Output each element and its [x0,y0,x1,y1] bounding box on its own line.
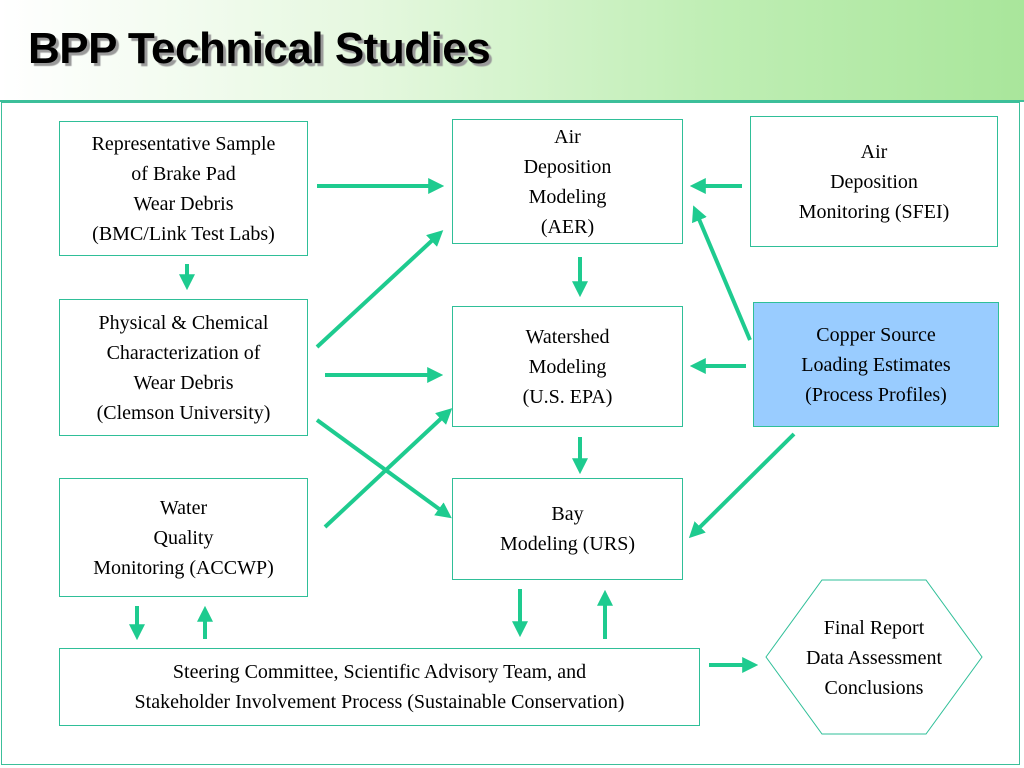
node-final-report: Final Report Data Assessment Conclusions [805,617,943,699]
page-title: BPP Technical Studies [28,24,491,73]
node-steering-committee: Steering Committee, Scientific Advisory … [59,648,700,726]
title-banner: BPP Technical Studies [0,0,1024,102]
node-watershed-modeling: Watershed Modeling (U.S. EPA) [452,306,683,427]
node-copper-source-loading: Copper Source Loading Estimates (Process… [753,302,999,427]
diagram-frame [1,102,1020,765]
node-brake-pad-sample: Representative Sample of Brake Pad Wear … [59,121,308,256]
node-bay-modeling: Bay Modeling (URS) [452,478,683,580]
node-air-deposition-modeling: Air Deposition Modeling (AER) [452,119,683,244]
node-water-quality-monitoring: Water Quality Monitoring (ACCWP) [59,478,308,597]
node-physical-chemical-characterization: Physical & Chemical Characterization of … [59,299,308,436]
node-air-deposition-monitoring: Air Deposition Monitoring (SFEI) [750,116,998,247]
